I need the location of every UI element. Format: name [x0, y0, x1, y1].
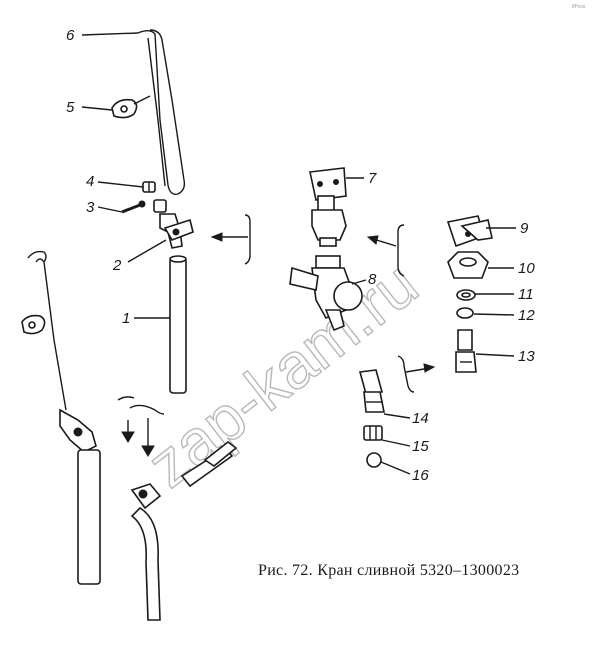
callout-8: 8 [368, 271, 377, 288]
leader-lines [81, 32, 516, 475]
assembly-bracket-right [366, 224, 405, 277]
callout-15: 15 [412, 438, 429, 455]
corner-mark: ifPxxx [572, 4, 586, 10]
drain-rod-upper [137, 29, 186, 195]
screw-3 [121, 200, 146, 214]
assembly-bracket-small [397, 355, 436, 393]
ring-12 [456, 307, 474, 319]
callout-16: 16 [412, 467, 429, 484]
rod-bracket-5 [111, 95, 151, 119]
valve-body-2 [153, 199, 194, 249]
callout-10: 10 [518, 260, 535, 277]
bracket-9 [446, 215, 493, 248]
tube-1 [169, 255, 187, 394]
callout-6: 6 [66, 27, 75, 44]
callout-1: 1 [122, 310, 130, 327]
callout-5: 5 [66, 99, 75, 116]
callout-2: 2 [112, 257, 122, 274]
callout-13: 13 [518, 348, 535, 365]
callout-3: 3 [86, 199, 95, 216]
assembled-valve-middle [117, 396, 238, 621]
valve-stem-13 [455, 329, 477, 373]
figure-caption: Рис. 72. Кран сливной 5320–1300023 [258, 562, 519, 579]
nut-4 [142, 181, 156, 193]
callout-12: 12 [518, 307, 535, 324]
ball-16 [366, 452, 382, 468]
washer-11 [456, 289, 476, 301]
callout-4: 4 [86, 173, 94, 190]
valve-body-8 [289, 255, 363, 332]
assembly-bracket-left [210, 214, 251, 265]
bracket-7 [309, 167, 347, 247]
callout-7: 7 [368, 170, 377, 187]
valve-plug-14 [358, 369, 385, 413]
nut-10 [447, 251, 489, 279]
callout-11: 11 [518, 286, 534, 303]
callout-9: 9 [520, 220, 529, 237]
callout-14: 14 [412, 410, 429, 427]
nut-15 [363, 425, 383, 441]
assembled-rod-left [21, 250, 101, 585]
